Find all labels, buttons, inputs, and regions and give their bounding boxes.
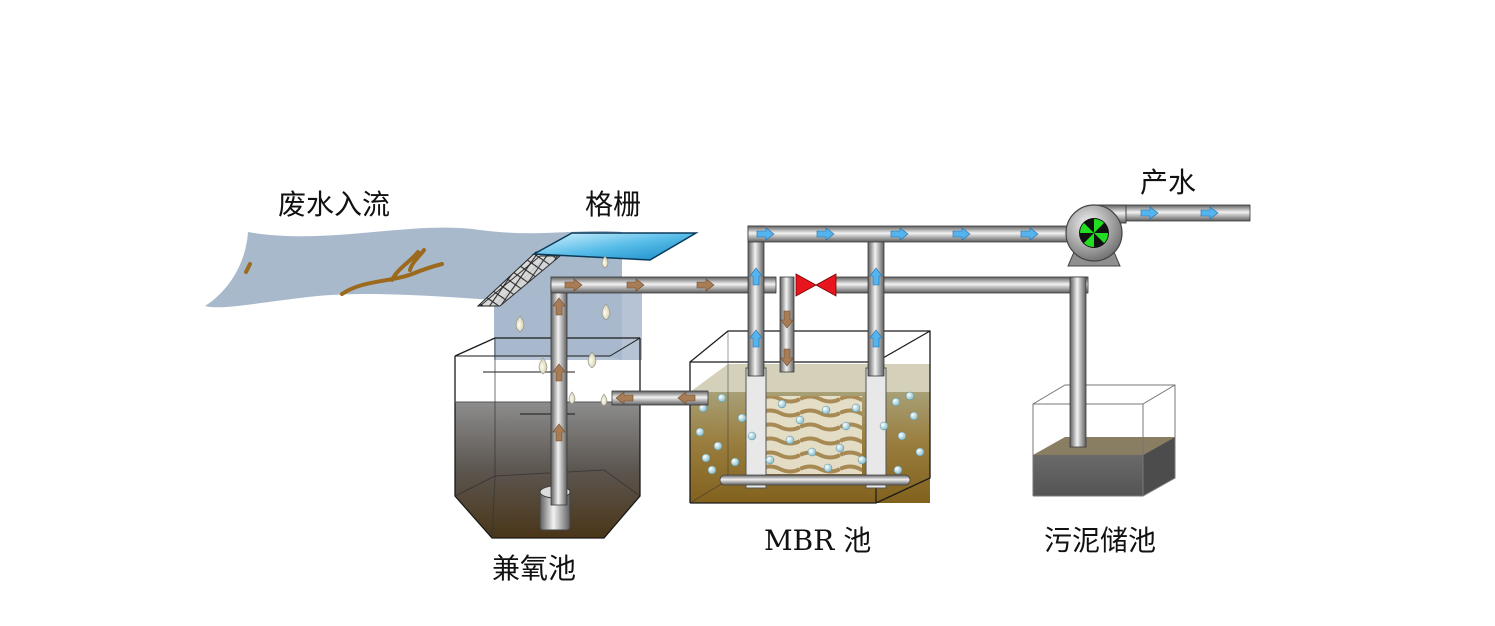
bubble: [795, 415, 805, 425]
bubble: [909, 411, 919, 421]
flow-arrow-icon: [780, 310, 794, 329]
bubble: [879, 421, 889, 431]
flow-arrow-icon: [749, 329, 763, 348]
label-sludge-storage-tank: 污泥储池: [1044, 524, 1156, 557]
flow-arrow-icon: [869, 267, 883, 286]
bubble: [747, 431, 757, 441]
flow-arrow-icon: [952, 227, 971, 241]
bubble: [851, 403, 861, 413]
aeration-pipe: [719, 474, 911, 486]
bubble: [701, 453, 711, 463]
bubble: [823, 463, 833, 473]
bubble: [695, 427, 705, 437]
flow-arrow-icon: [552, 297, 566, 316]
bubble: [730, 457, 740, 467]
bubble: [897, 431, 907, 441]
bubble: [713, 441, 723, 451]
bubble: [905, 391, 915, 401]
flow-arrow-icon: [615, 391, 634, 405]
flow-arrow-icon: [677, 391, 696, 405]
flow-arrow-icon: [890, 227, 909, 241]
sludge-storage-tank: [1032, 384, 1176, 497]
flow-arrow-icon: [1140, 206, 1159, 220]
pump-icon: [1065, 204, 1127, 267]
flow-arrows: [552, 206, 1219, 442]
membrane-module: [766, 396, 862, 474]
mbr-tank: [689, 330, 931, 504]
flow-arrow-icon: [1200, 206, 1219, 220]
flow-arrow-icon: [696, 278, 715, 292]
screen-filter: [476, 232, 699, 307]
flow-arrow-icon: [816, 227, 835, 241]
bubble: [821, 405, 831, 415]
bubble: [737, 413, 747, 423]
flow-arrow-icon: [552, 363, 566, 382]
valve-icon: [795, 273, 837, 297]
flow-arrow-icon: [1020, 227, 1039, 241]
bubble: [765, 455, 775, 465]
bubble: [717, 393, 727, 403]
bubble: [915, 447, 925, 457]
label-screen: 格栅: [585, 188, 641, 221]
bubble: [841, 421, 851, 431]
aeration-bubbles: [695, 391, 925, 475]
flow-arrow-icon: [780, 348, 794, 367]
bubble: [857, 455, 867, 465]
bubble: [807, 447, 817, 457]
flow-arrow-icon: [552, 423, 566, 442]
bubble: [707, 465, 717, 475]
bubble: [785, 435, 795, 445]
flow-arrow-icon: [626, 278, 645, 292]
flow-arrow-icon: [749, 267, 763, 286]
bubble: [891, 397, 901, 407]
label-product-water: 产水: [1140, 166, 1196, 199]
debris-branch-icon: [244, 248, 444, 296]
bubble: [777, 399, 787, 409]
flow-arrow-icon: [756, 227, 775, 241]
label-anoxic-tank: 兼氧池: [492, 552, 576, 585]
label-mbr-tank: MBR 池: [764, 524, 871, 557]
water-drops: [515, 255, 611, 407]
label-wastewater-inflow: 废水入流: [278, 188, 390, 221]
bubble: [835, 443, 845, 453]
bubble: [893, 465, 903, 475]
flow-arrow-icon: [869, 329, 883, 348]
flow-arrow-icon: [564, 278, 583, 292]
